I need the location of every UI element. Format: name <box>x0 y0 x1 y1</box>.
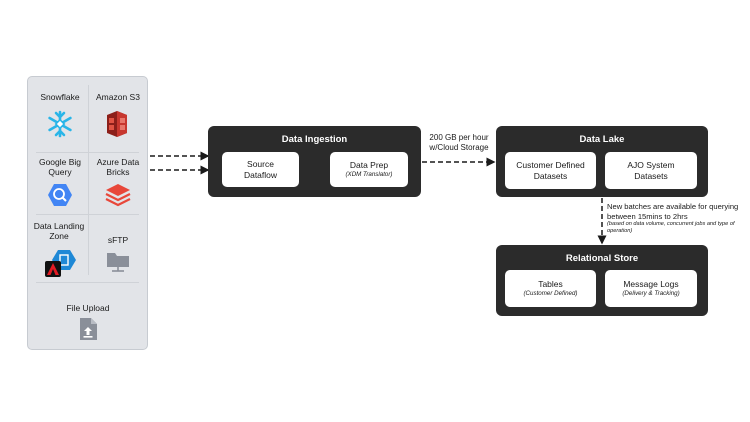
batch-note-main: New batches are available for querying b… <box>607 202 739 221</box>
tables-label: Tables <box>538 279 563 289</box>
data-lake-title: Data Lake <box>579 134 625 145</box>
batch-note-detail: (based on data volume, concurrent jobs a… <box>607 221 735 234</box>
sftp-folder-icon <box>107 253 129 272</box>
source-dataflow-box: Source Dataflow <box>222 152 299 187</box>
file-upload-label: File Upload <box>66 303 110 313</box>
tables-box: Tables (Customer Defined) <box>505 270 596 307</box>
relational-store-title: Relational Store <box>565 253 639 264</box>
data-landing-zone-label: Data Landing Zone <box>33 221 85 241</box>
data-landing-zone-icon <box>45 250 76 277</box>
data-prep-label: Data Prep <box>349 160 389 170</box>
databricks-icon <box>105 184 131 207</box>
amazon-s3-icon <box>107 111 127 137</box>
customer-datasets-label: Customer Defined Datasets <box>516 159 585 181</box>
source-dataflow-label: Source Dataflow <box>243 158 278 180</box>
message-logs-box: Message Logs (Delivery & Tracking) <box>605 270 697 307</box>
file-upload-icon <box>80 318 97 340</box>
message-logs-sublabel: (Delivery & Tracking) <box>622 290 680 297</box>
amazon-s3-label: Amazon S3 <box>96 92 140 102</box>
snowflake-label: Snowflake <box>40 92 80 102</box>
divider <box>88 85 89 275</box>
data-ingestion-box: Data Ingestion Source Dataflow Data Prep… <box>208 126 421 197</box>
ajo-datasets-box: AJO System Datasets <box>605 152 697 189</box>
customer-datasets-box: Customer Defined Datasets <box>505 152 596 189</box>
tables-sublabel: (Customer Defined) <box>523 290 578 297</box>
data-ingestion-title: Data Ingestion <box>281 134 348 145</box>
snowflake-icon <box>48 110 72 138</box>
data-lake-box: Data Lake Customer Defined Datasets AJO … <box>496 126 708 197</box>
databricks-label: Azure Data Bricks <box>96 157 140 177</box>
bigquery-icon <box>48 184 72 206</box>
data-prep-sublabel: (XDM Translator) <box>345 171 393 178</box>
data-prep-box: Data Prep (XDM Translator) <box>330 152 408 187</box>
ajo-datasets-label: AJO System Datasets <box>627 159 675 181</box>
data-sources-panel: Snowflake Amazon S3 Google Big Query Azu… <box>27 76 148 350</box>
relational-store-box: Relational Store Tables (Customer Define… <box>496 245 708 316</box>
batch-availability-note: New batches are available for querying b… <box>607 202 741 235</box>
bigquery-label: Google Big Query <box>38 157 82 177</box>
divider <box>36 214 139 215</box>
message-logs-label: Message Logs <box>623 279 679 289</box>
sftp-label: sFTP <box>107 235 129 245</box>
divider <box>36 152 139 153</box>
throughput-note: 200 GB per hour w/Cloud Storage <box>429 133 489 152</box>
divider <box>36 282 139 283</box>
